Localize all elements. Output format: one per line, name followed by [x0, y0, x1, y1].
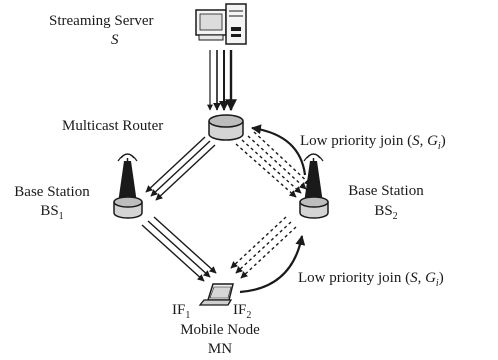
server-icon — [195, 3, 247, 45]
server-router-arrows — [207, 50, 237, 112]
bs1-mn-arrows — [141, 216, 217, 282]
join-label-top: Low priority join (S, Gi) — [300, 133, 446, 152]
bs2-id: BS2 — [374, 203, 398, 222]
base-station-2-icon — [299, 153, 329, 219]
server-symbol: S — [111, 32, 119, 48]
server-title: Streaming Server — [49, 13, 154, 29]
router-title: Multicast Router — [62, 118, 164, 134]
interface-1-label: IF1 — [172, 302, 191, 321]
bs1-id: BS1 — [40, 203, 64, 222]
router-icon — [208, 114, 244, 141]
interface-2-label: IF2 — [233, 302, 252, 321]
bs2-title: Base Station — [348, 183, 424, 199]
bs1-title: Base Station — [14, 184, 90, 200]
router-bs2-arrows — [235, 131, 312, 198]
mobile-node-title: Mobile Node — [180, 322, 260, 338]
mobile-node-abbr: MN — [207, 341, 233, 357]
laptop-icon — [198, 283, 234, 306]
join-arrow-top — [251, 124, 307, 176]
join-arrow-bottom — [239, 235, 306, 294]
join-label-bottom: Low priority join (S, Gi) — [298, 270, 444, 289]
router-bs1-arrows — [145, 136, 216, 201]
bs2-mn-arrows — [230, 216, 297, 279]
base-station-1-icon — [113, 153, 143, 219]
